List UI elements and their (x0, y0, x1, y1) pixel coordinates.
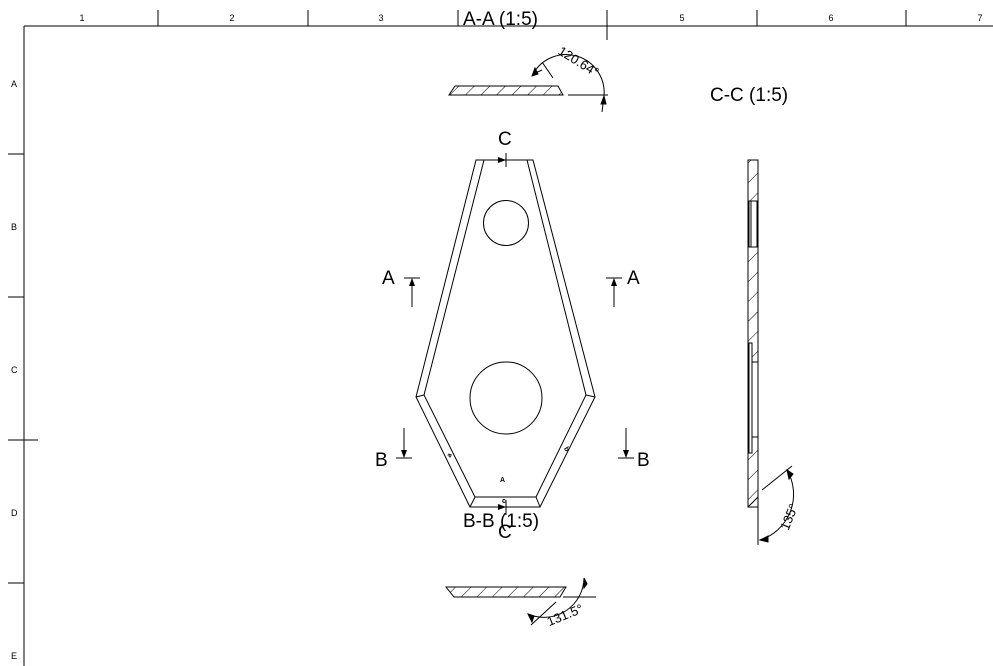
cutting-plane-b-right: B (637, 450, 650, 471)
zone-col-5: 5 (679, 13, 685, 23)
zone-col-7: 7 (977, 13, 983, 23)
zone-row-c: C (11, 365, 18, 375)
cutting-plane-b-left: B (375, 450, 388, 471)
section-bb-title: B-B (1:5) (463, 511, 540, 532)
zone-row-e: E (11, 651, 18, 661)
zone-col-3: 3 (378, 13, 384, 23)
section-bb-view (444, 577, 596, 626)
zone-col-2: 2 (229, 13, 235, 23)
cutting-plane-c-bottom: C (498, 522, 512, 543)
cutting-plane-c-top: C (498, 129, 512, 150)
cutting-plane-a-left: A (382, 268, 395, 289)
cutting-plane-a-right: A (627, 268, 640, 289)
zone-col-1: 1 (79, 13, 85, 23)
plate-main-view (396, 153, 634, 515)
edge-mark-center: A (500, 477, 506, 484)
zone-row-b: B (11, 222, 18, 232)
zone-row-d: D (11, 508, 18, 518)
edge-mark-bottom: c (502, 498, 506, 505)
section-cc-view (747, 159, 794, 545)
section-aa-view (448, 54, 608, 113)
zone-col-6: 6 (828, 13, 834, 23)
zone-row-a: A (11, 79, 18, 89)
sheet-border (8, 10, 993, 666)
section-aa-title: A-A (1:5) (463, 9, 538, 30)
section-cc-title: C-C (1:5) (710, 85, 789, 106)
